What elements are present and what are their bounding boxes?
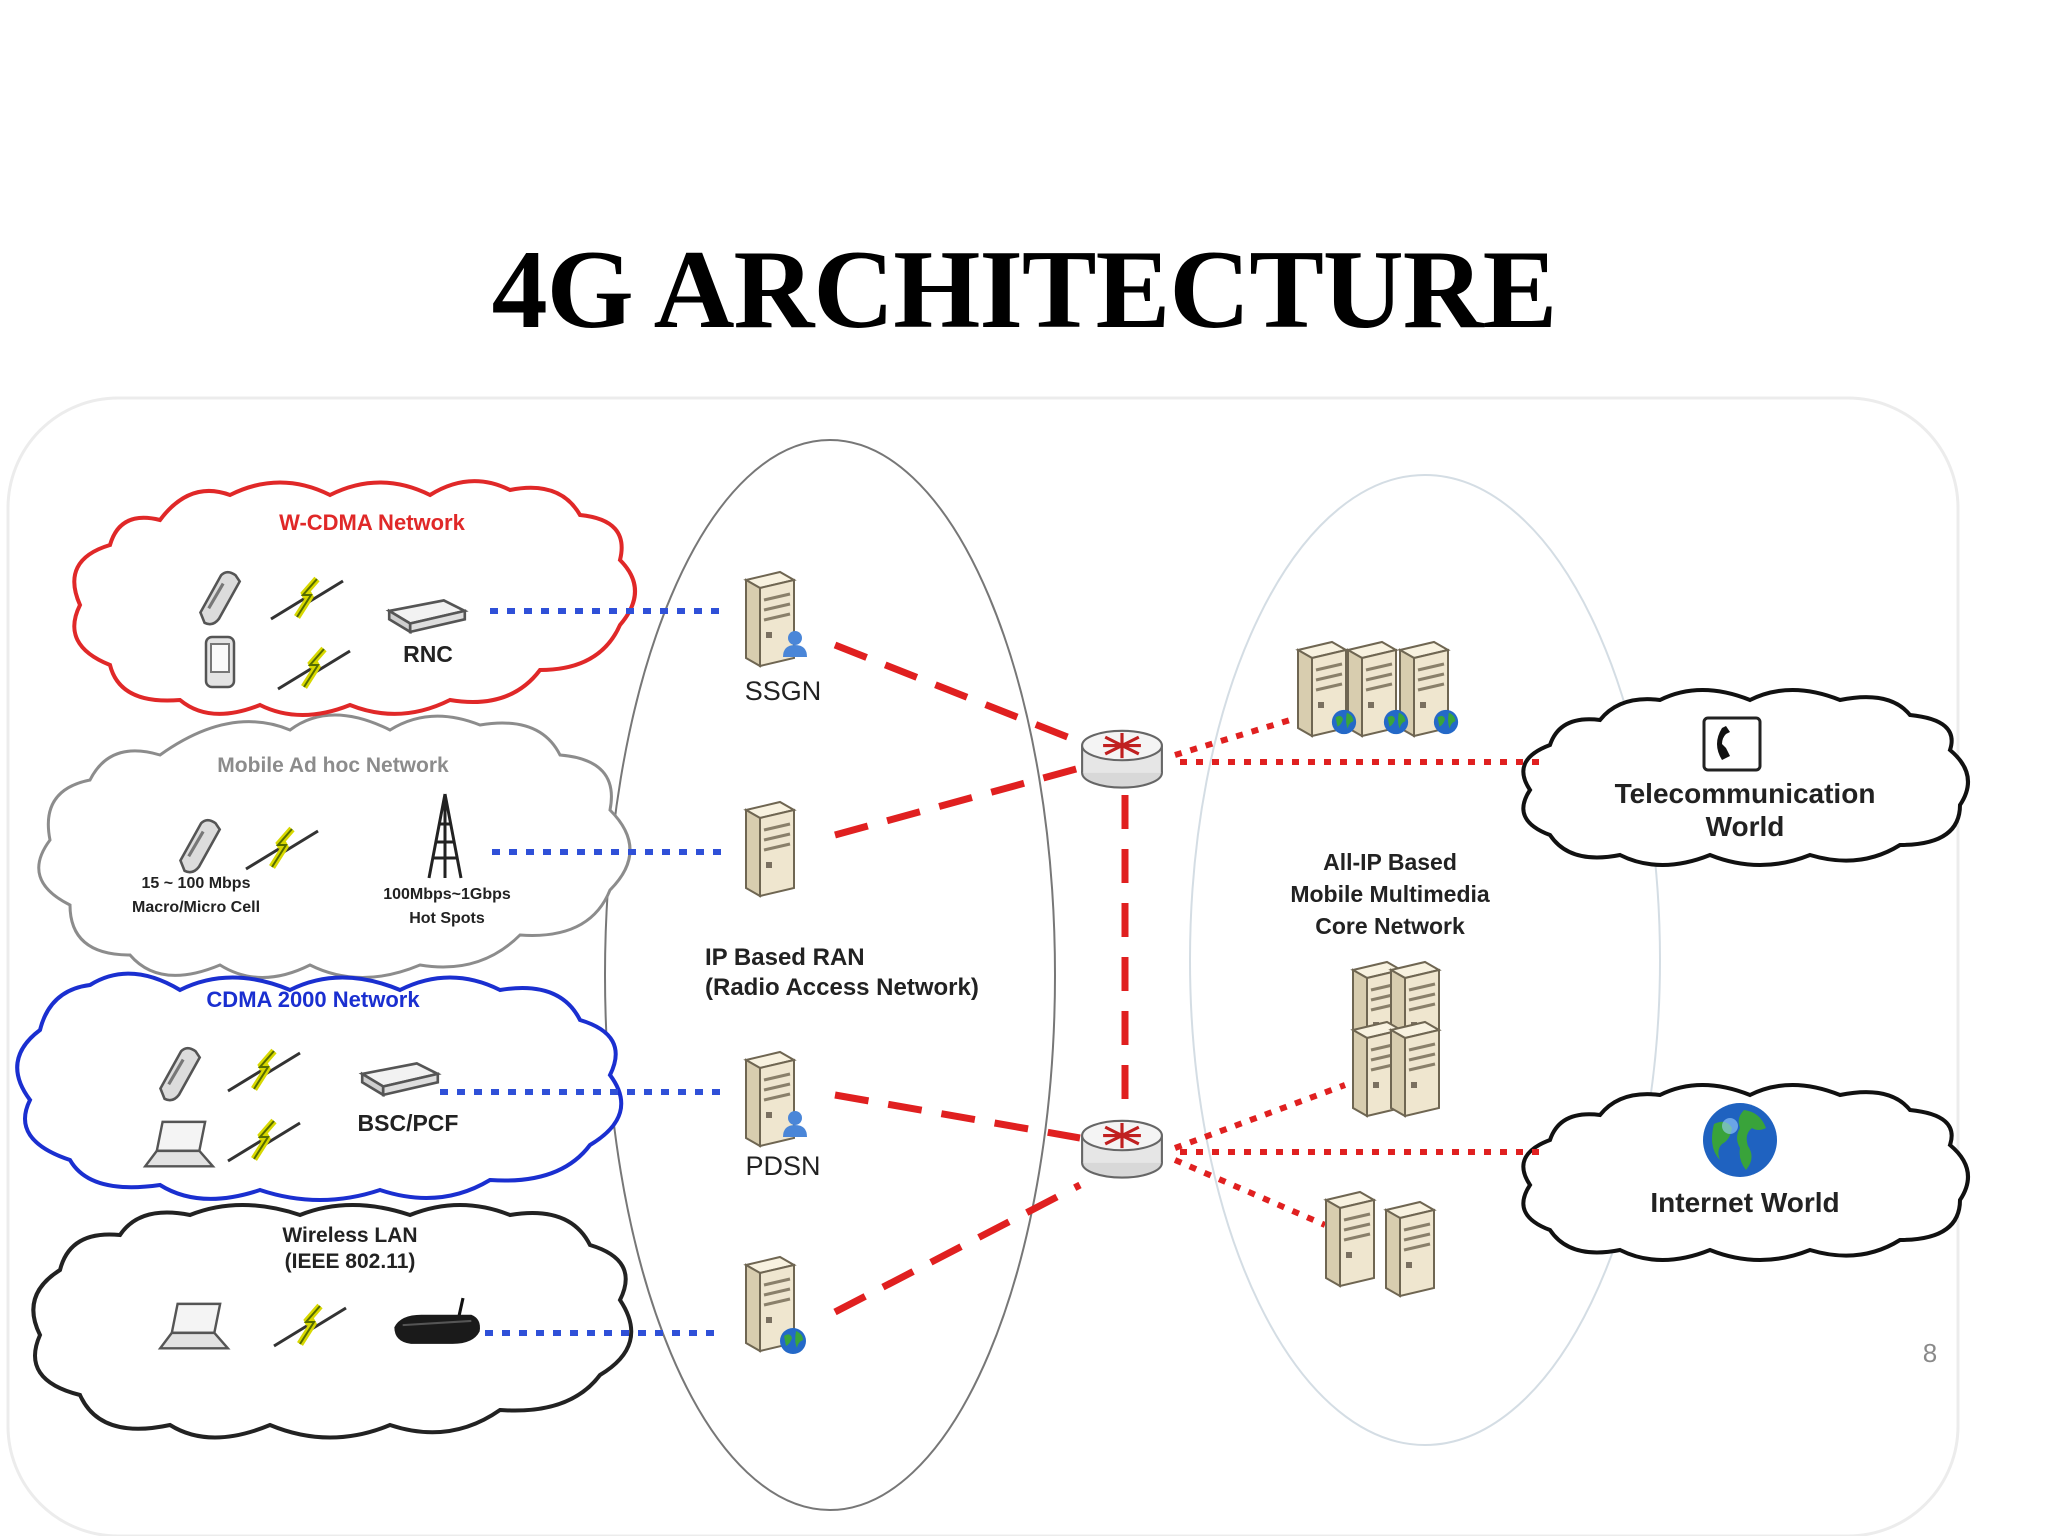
macro-cell-label: Macro/Micro Cell xyxy=(132,899,260,916)
slide-title: 4G ARCHITECTURE xyxy=(491,228,1558,352)
core-storage-server-icon xyxy=(1324,1190,1376,1288)
manet-network-label: Mobile Ad hoc Network xyxy=(217,754,449,777)
core-label-line1: All-IP Based xyxy=(1323,849,1457,875)
link-server2-router1 xyxy=(834,764,1081,839)
ssgn-label: SSGN xyxy=(745,676,822,706)
pda-icon xyxy=(204,635,236,689)
telecom-world-label: Telecommunication xyxy=(1615,778,1876,809)
link-server4-router2 xyxy=(833,1181,1082,1316)
core-globe-icon xyxy=(1331,709,1357,735)
rnc-label: RNC xyxy=(403,641,453,667)
core-ellipse xyxy=(1189,474,1661,1446)
cdma2000-network-label: CDMA 2000 Network xyxy=(206,987,420,1012)
cloud-wlan xyxy=(31,1203,634,1440)
bsc-pcf-label: BSC/PCF xyxy=(358,1110,459,1136)
link-ssgn-router1 xyxy=(833,641,1082,746)
link-pdsn-router2 xyxy=(834,1091,1081,1142)
telecom-world-label-line2: World xyxy=(1706,811,1785,842)
hot-spot-label: Hot Spots xyxy=(409,910,485,927)
telephone-icon xyxy=(1702,716,1762,772)
cloud-manet xyxy=(37,713,632,979)
core-globe-icon xyxy=(1383,709,1409,735)
link-router2-core-bottom xyxy=(1173,1157,1327,1228)
ran-title-label: IP Based RAN xyxy=(705,944,865,971)
page-number: 8 xyxy=(1922,1338,1938,1368)
ran-subtitle-label: (Radio Access Network) xyxy=(705,974,979,1001)
core-label-line3: Core Network xyxy=(1315,913,1465,939)
core-label-line2: Mobile Multimedia xyxy=(1290,881,1490,907)
internet-globe-icon xyxy=(1703,1103,1777,1177)
ran-ellipse xyxy=(604,439,1056,1511)
wlan-label: Wireless LAN xyxy=(282,1224,417,1247)
router-bottom-icon xyxy=(1080,1119,1164,1180)
core-storage-server-icon xyxy=(1384,1200,1436,1298)
internet-world-label: Internet World xyxy=(1650,1187,1839,1218)
web-globe-icon xyxy=(780,1328,806,1354)
link-router1-core-top xyxy=(1174,717,1291,758)
router-top-icon xyxy=(1080,729,1164,790)
wlan-standard-label: (IEEE 802.11) xyxy=(285,1250,416,1273)
macro-cell-speed-label: 15 ~ 100 Mbps xyxy=(142,875,251,892)
ran-server-icon xyxy=(744,800,796,898)
core-globe-icon xyxy=(1433,709,1459,735)
hot-spot-speed-label: 100Mbps~1Gbps xyxy=(383,886,511,903)
wcdma-network-label: W-CDMA Network xyxy=(279,510,465,535)
pdsn-label: PDSN xyxy=(745,1151,820,1181)
core-rack-server-icon xyxy=(1389,1020,1441,1118)
cloud-telecom xyxy=(1521,688,1970,867)
